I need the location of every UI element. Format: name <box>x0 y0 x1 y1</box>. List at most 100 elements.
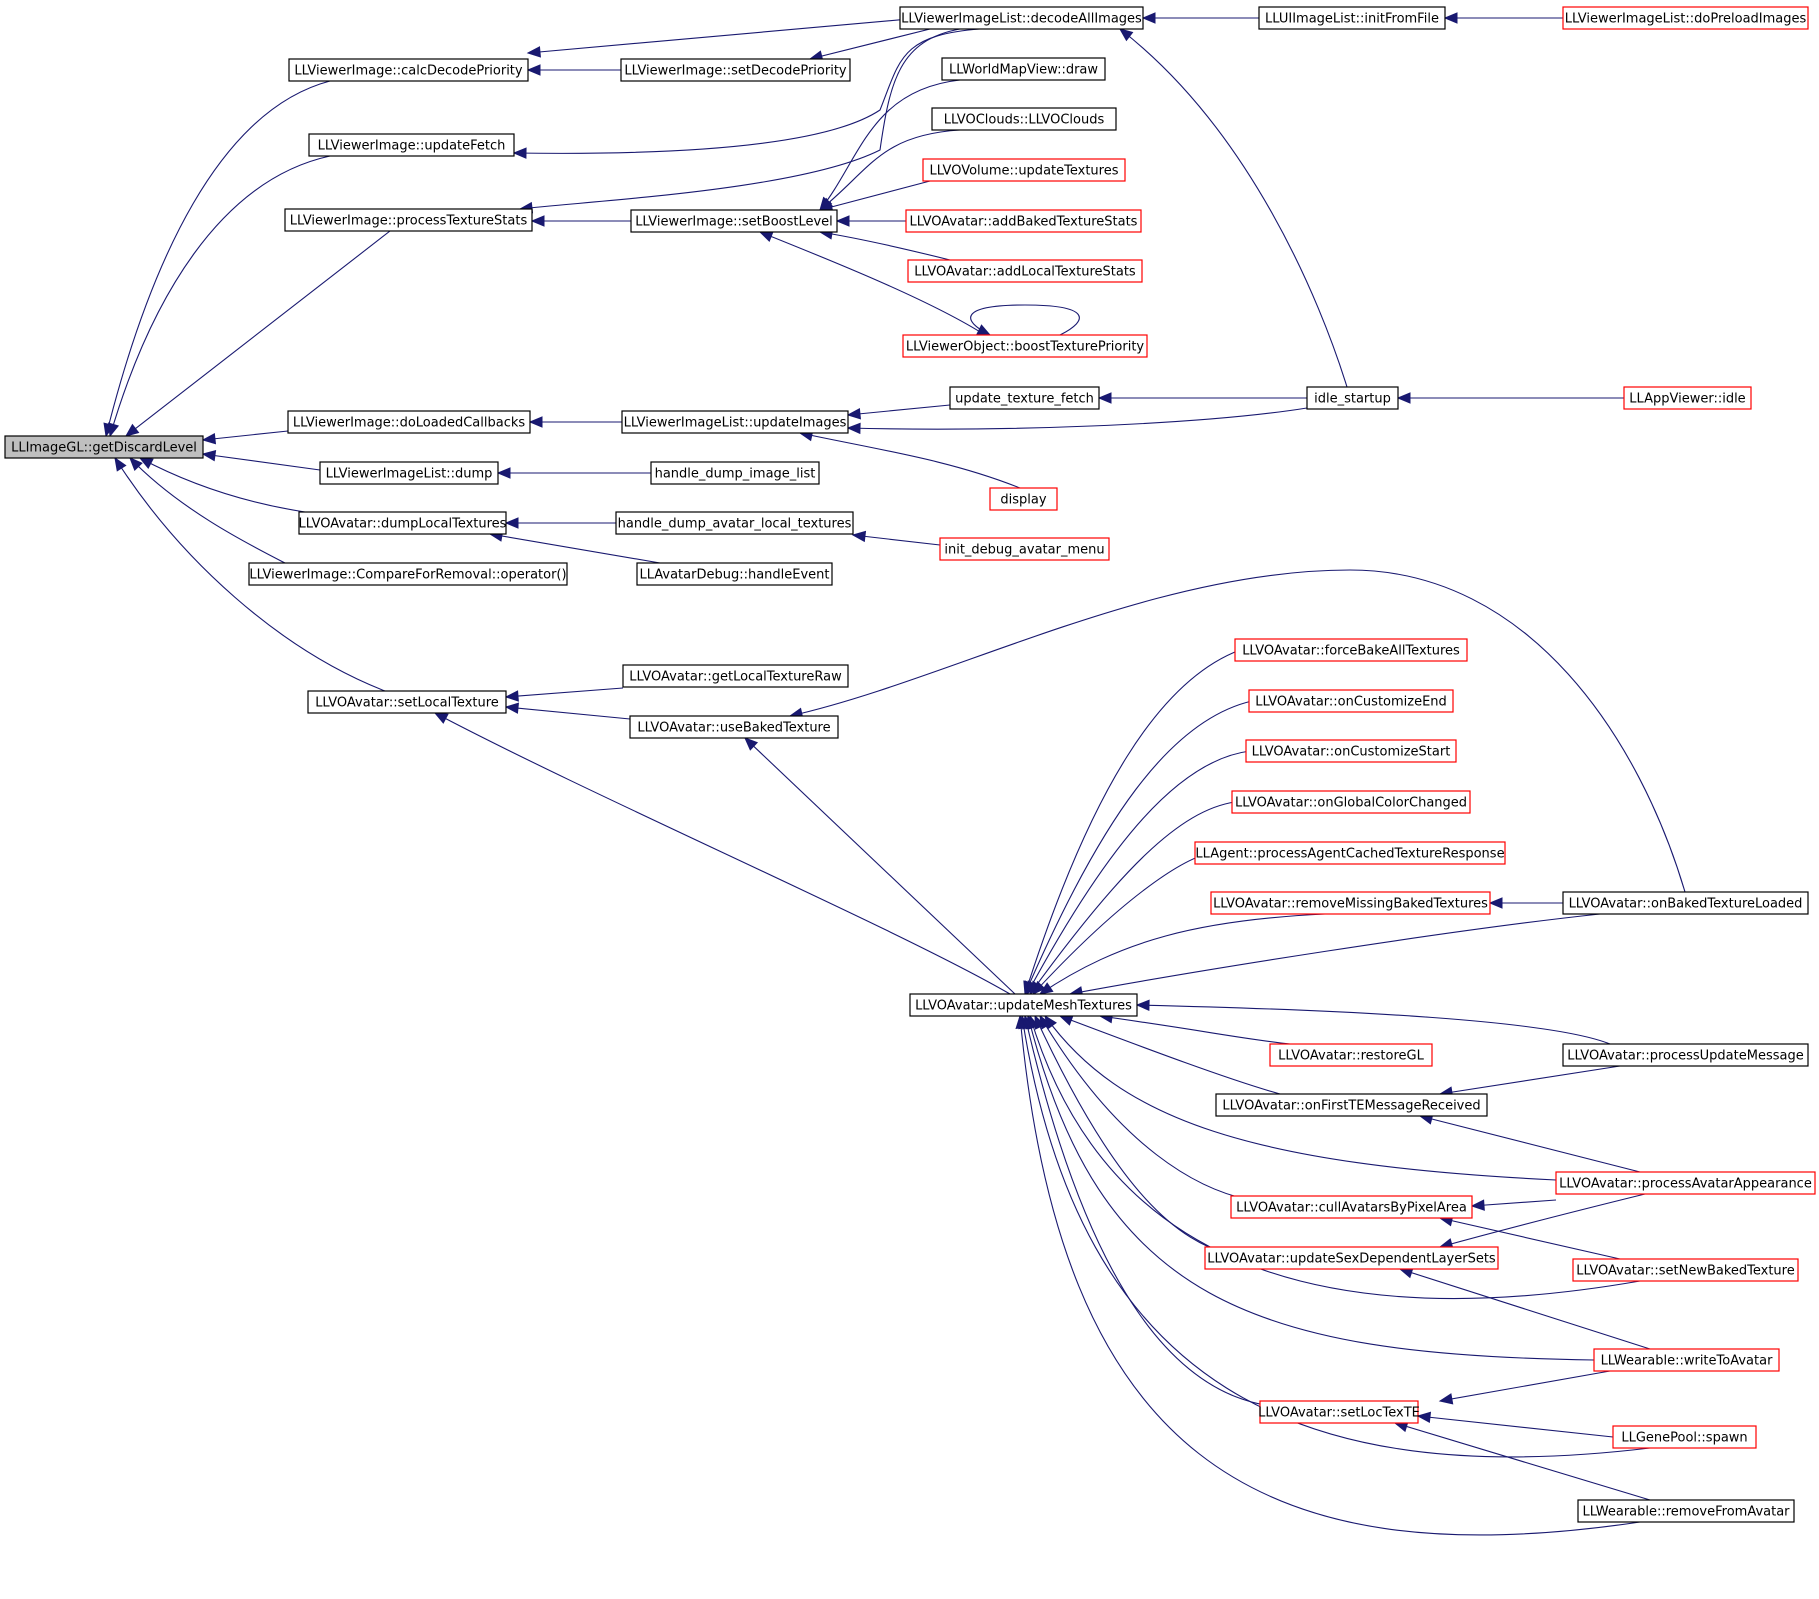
function-node-update-mesh-textures[interactable]: LLVOAvatar::updateMeshTextures <box>909 993 1138 1017</box>
call-edge <box>1443 12 1563 24</box>
function-node-set-decode-priority[interactable]: LLViewerImage::setDecodePriority <box>620 58 851 82</box>
function-node-set-local-texture[interactable]: LLVOAvatar::setLocalTexture <box>307 690 507 714</box>
function-node-wearable-remove-from-avatar[interactable]: LLWearable::removeFromAvatar <box>1577 1499 1795 1523</box>
call-edge <box>518 28 961 214</box>
node-box <box>1269 1043 1433 1067</box>
function-node-process-texture-stats[interactable]: LLViewerImage::processTextureStats <box>284 208 533 232</box>
call-edge <box>818 228 951 261</box>
node-label: handle_dump_avatar_local_textures <box>618 517 852 532</box>
function-node-process-avatar-appearance[interactable]: LLVOAvatar::processAvatarAppearance <box>1555 1171 1816 1195</box>
node-box <box>615 511 854 535</box>
function-node-boost-texture-priority[interactable]: LLViewerObject::boostTexturePriority <box>902 334 1148 358</box>
node-box <box>622 664 849 688</box>
node-box <box>308 133 515 157</box>
function-node-add-local-texture-stats[interactable]: LLVOAvatar::addLocalTextureStats <box>907 259 1143 283</box>
function-node-app-viewer-idle[interactable]: LLAppViewer::idle <box>1623 386 1752 410</box>
function-node-remove-missing-baked-textures[interactable]: LLVOAvatar::removeMissingBakedTextures <box>1210 891 1491 915</box>
function-node-cull-avatars-by-pixel-area[interactable]: LLVOAvatar::cullAvatarsByPixelArea <box>1230 1195 1473 1219</box>
function-node-handle-dump-avatar-local-textures[interactable]: handle_dump_avatar_local_textures <box>615 511 854 535</box>
node-label: LLGenePool::spawn <box>1621 1431 1747 1446</box>
function-node-ui-image-list-init[interactable]: LLUIImageList::initFromFile <box>1258 6 1446 30</box>
function-node-get-discard-level[interactable]: LLImageGL::getDiscardLevel <box>4 435 204 459</box>
node-box <box>1623 386 1752 410</box>
function-node-set-loc-tex-t-e[interactable]: LLVOAvatar::setLocTexTE <box>1258 1400 1420 1424</box>
function-node-vo-volume-update[interactable]: LLVOVolume::updateTextures <box>922 158 1126 182</box>
node-label: LLVOAvatar::getLocalTextureRaw <box>629 670 842 685</box>
node-box <box>287 410 531 434</box>
function-node-update-fetch[interactable]: LLViewerImage::updateFetch <box>308 133 515 157</box>
node-box <box>1577 1499 1795 1523</box>
function-node-gene-pool-spawn[interactable]: LLGenePool::spawn <box>1612 1425 1757 1449</box>
node-label: LLViewerImageList::doPreloadImages <box>1565 12 1807 27</box>
function-node-avatar-debug-handle-event[interactable]: LLAvatarDebug::handleEvent <box>636 562 833 586</box>
call-edge <box>1398 1267 1651 1350</box>
call-edge <box>1488 897 1563 909</box>
function-node-vil-dump[interactable]: LLViewerImageList::dump <box>319 461 499 485</box>
arrowhead <box>433 712 449 724</box>
node-box <box>1562 6 1809 30</box>
function-node-handle-dump-image-list[interactable]: handle_dump_image_list <box>650 461 820 485</box>
function-node-restore-g-l[interactable]: LLVOAvatar::restoreGL <box>1269 1043 1433 1067</box>
node-label: display <box>1000 493 1046 508</box>
function-node-process-update-message[interactable]: LLVOAvatar::processUpdateMessage <box>1562 1043 1809 1067</box>
node-box <box>4 435 204 459</box>
call-edge <box>1135 999 1611 1045</box>
node-box <box>1593 1348 1780 1372</box>
function-node-set-boost-level[interactable]: LLViewerImage::setBoostLevel <box>630 209 838 233</box>
node-box <box>1230 1195 1473 1219</box>
function-node-world-map-draw[interactable]: LLWorldMapView::draw <box>941 57 1106 81</box>
function-node-set-new-baked-texture[interactable]: LLVOAvatar::setNewBakedTexture <box>1572 1258 1799 1282</box>
node-label: LLVOAvatar::onCustomizeStart <box>1252 745 1451 760</box>
function-node-on-customize-start[interactable]: LLVOAvatar::onCustomizeStart <box>1245 739 1457 763</box>
arrowhead <box>1141 12 1156 24</box>
call-edge <box>512 28 981 159</box>
node-label: LLViewerImage::processTextureStats <box>290 214 528 229</box>
call-edge <box>1393 1421 1651 1501</box>
node-label: LLViewerImage::setBoostLevel <box>635 215 833 230</box>
call-edge <box>758 231 986 336</box>
function-node-do-loaded-callbacks[interactable]: LLViewerImage::doLoadedCallbacks <box>287 410 531 434</box>
call-edge <box>1018 1014 1651 1458</box>
node-box <box>931 107 1117 131</box>
node-box <box>284 208 533 232</box>
function-node-init-debug-avatar-menu[interactable]: init_debug_avatar_menu <box>939 537 1110 561</box>
arrowhead <box>1438 1393 1454 1405</box>
function-node-do-preload-images[interactable]: LLViewerImageList::doPreloadImages <box>1562 6 1809 30</box>
function-node-vil-update-images[interactable]: LLViewerImageList::updateImages <box>621 410 849 434</box>
arrowhead <box>1032 980 1046 995</box>
node-box <box>1210 891 1491 915</box>
function-node-decode-all-images[interactable]: LLViewerImageList::decodeAllImages <box>899 6 1144 30</box>
call-edge <box>530 215 631 227</box>
function-node-add-baked-texture-stats[interactable]: LLVOAvatar::addBakedTextureStats <box>905 209 1142 233</box>
function-node-update-sex-dependent-layer-sets[interactable]: LLVOAvatar::updateSexDependentLayerSets <box>1204 1246 1499 1270</box>
function-node-use-baked-texture[interactable]: LLVOAvatar::useBakedTexture <box>629 715 839 739</box>
function-node-on-customize-end[interactable]: LLVOAvatar::onCustomizeEnd <box>1248 689 1454 713</box>
function-node-display[interactable]: display <box>989 487 1058 511</box>
node-label: LLAvatarDebug::handleEvent <box>639 568 829 583</box>
call-edge <box>1470 1199 1557 1211</box>
node-label: LLViewerImageList::dump <box>326 467 493 482</box>
function-node-dump-local-textures[interactable]: LLVOAvatar::dumpLocalTextures <box>298 511 507 535</box>
node-label: LLWearable::writeToAvatar <box>1601 1354 1774 1369</box>
arrowhead <box>1470 1199 1485 1211</box>
node-box <box>949 386 1100 410</box>
node-box <box>989 487 1058 511</box>
function-node-process-agent-cached-texture-response[interactable]: LLAgent::processAgentCachedTextureRespon… <box>1194 841 1506 865</box>
function-node-idle-startup[interactable]: idle_startup <box>1306 386 1399 410</box>
node-label: LLVOClouds::LLVOClouds <box>944 113 1105 128</box>
function-node-compare-for-removal[interactable]: LLViewerImage::CompareForRemoval::operat… <box>248 562 568 586</box>
node-box <box>636 562 833 586</box>
function-node-vo-clouds[interactable]: LLVOClouds::LLVOClouds <box>931 107 1117 131</box>
function-node-on-first-t-e-message-received[interactable]: LLVOAvatar::onFirstTEMessageReceived <box>1215 1093 1488 1117</box>
function-node-update-texture-fetch[interactable]: update_texture_fetch <box>949 386 1100 410</box>
function-node-on-baked-texture-loaded[interactable]: LLVOAvatar::onBakedTextureLoaded <box>1562 891 1809 915</box>
call-edge <box>1097 392 1307 404</box>
function-node-wearable-write-to-avatar[interactable]: LLWearable::writeToAvatar <box>1593 1348 1780 1372</box>
call-edge <box>1034 1014 1231 1256</box>
function-node-on-global-color-changed[interactable]: LLVOAvatar::onGlobalColorChanged <box>1231 790 1471 814</box>
call-edge <box>1015 1014 1641 1536</box>
function-node-get-local-texture-raw[interactable]: LLVOAvatar::getLocalTextureRaw <box>622 664 849 688</box>
function-node-force-bake-all-textures[interactable]: LLVOAvatar::forceBakeAllTextures <box>1234 638 1468 662</box>
call-edge <box>1418 1113 1641 1173</box>
function-node-calc-decode-priority[interactable]: LLViewerImage::calcDecodePriority <box>288 58 529 82</box>
